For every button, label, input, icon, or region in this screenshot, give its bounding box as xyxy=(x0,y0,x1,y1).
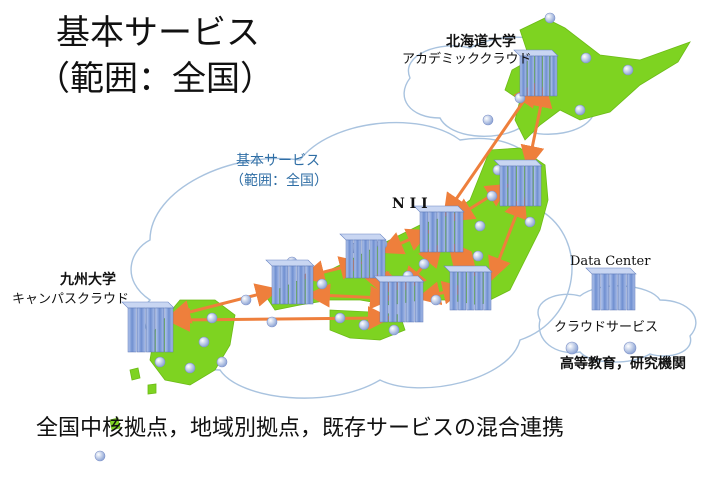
arrow-tohoku-tokai xyxy=(488,193,527,282)
dc-hokkaido xyxy=(513,49,559,97)
institution-dot xyxy=(524,216,536,228)
institution-dot xyxy=(474,220,486,232)
dc-tohoku xyxy=(493,159,543,207)
legend-data-center-label: Data Center xyxy=(570,254,651,269)
institution-dot xyxy=(240,294,252,306)
cloud-legend xyxy=(537,285,697,363)
legend-data-center-icon xyxy=(585,267,637,311)
institution-dot xyxy=(184,362,196,374)
page-title-line2: （範囲：全国） xyxy=(36,59,274,99)
node-hokkaido-label-line1: 北海道大学 xyxy=(446,34,516,50)
institution-dot xyxy=(472,250,484,262)
institution-dot xyxy=(430,294,442,306)
arrow-nii-hokuriku xyxy=(378,228,432,255)
node-hokkaido-label-line2: アカデミッククラウド xyxy=(402,52,532,67)
institution-dot xyxy=(154,356,166,368)
institution-dot xyxy=(580,52,592,64)
arrow-chugoku-kinki xyxy=(306,283,394,310)
islands-south xyxy=(109,367,157,431)
institution-dot xyxy=(216,356,228,368)
institution-dot xyxy=(334,312,346,324)
institution-dot xyxy=(544,12,556,24)
arrow-hokuriku-chugoku xyxy=(300,256,364,284)
institution-dot xyxy=(266,316,278,328)
institution-dot xyxy=(482,114,494,126)
institution-dot xyxy=(358,319,370,331)
node-kyushu-label-line1: 九州大学 xyxy=(60,272,116,288)
institution-dot xyxy=(418,258,430,270)
legend-institutions-label: 高等教育，研究機関 xyxy=(560,356,686,372)
data-centers xyxy=(121,49,637,353)
node-kyushu-label-line2: キャンパスクラウド xyxy=(12,292,130,307)
institution-dot xyxy=(622,64,634,76)
page-title-line1: 基本サービス xyxy=(56,13,260,53)
legend-cloud-service-label: クラウドサービス xyxy=(554,320,659,335)
arrow-nii-tokai xyxy=(447,240,478,278)
institution-dot xyxy=(486,190,498,202)
footer-caption: 全国中核拠点，地域別拠点，既存サービスの混合連携 xyxy=(36,416,565,441)
cloud-label-line2: （範囲：全国） xyxy=(230,173,328,189)
node-nii-label: N I I xyxy=(392,196,428,212)
institution-dot xyxy=(94,450,106,462)
cloud-label-line1: 基本サービス xyxy=(236,153,320,169)
dc-hokuriku xyxy=(339,233,387,279)
dc-kyushu xyxy=(121,301,175,353)
dc-chugoku xyxy=(265,259,315,305)
legend-institution-dot xyxy=(565,341,579,355)
dc-nii xyxy=(413,205,465,253)
institution-dot xyxy=(574,104,586,116)
dc-tokai xyxy=(443,265,493,311)
institution-dot xyxy=(316,278,328,290)
institution-dot xyxy=(388,324,400,336)
dc-kinki xyxy=(373,275,425,323)
legend-institution-dot xyxy=(623,341,637,355)
institution-dot xyxy=(198,336,210,348)
institution-dot xyxy=(206,312,218,324)
